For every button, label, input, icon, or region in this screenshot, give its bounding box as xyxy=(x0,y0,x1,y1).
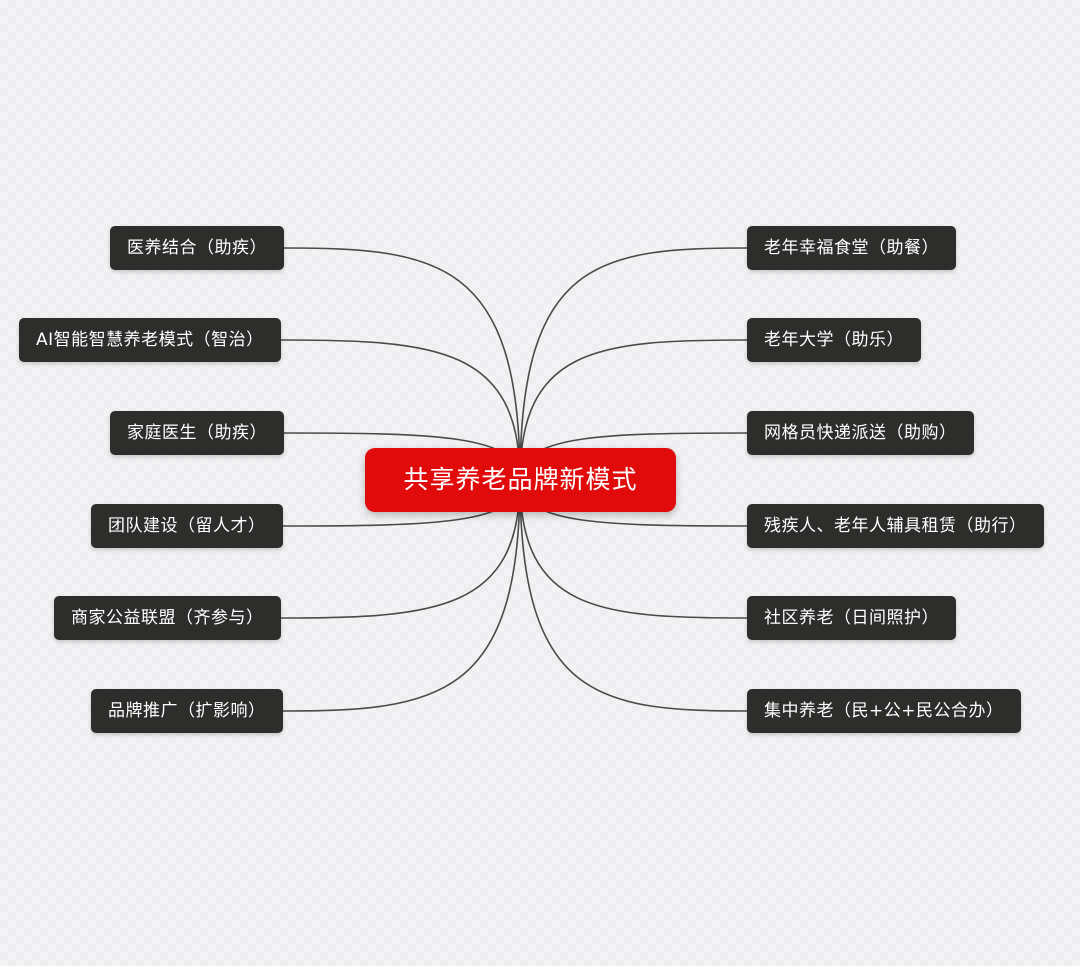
link-left-1 xyxy=(283,247,521,481)
link-right-2 xyxy=(519,339,748,481)
branch-node-right-1[interactable]: 老年幸福食堂（助餐） xyxy=(747,226,956,270)
link-left-2 xyxy=(280,339,521,481)
link-right-5 xyxy=(519,479,748,619)
branch-node-left-4[interactable]: 团队建设（留人才） xyxy=(91,504,283,548)
branch-node-right-4[interactable]: 残疾人、老年人辅具租赁（助行） xyxy=(747,504,1044,548)
central-topic[interactable]: 共享养老品牌新模式 xyxy=(365,448,676,512)
link-left-5 xyxy=(280,479,521,619)
link-left-6 xyxy=(282,479,521,712)
branch-node-right-6[interactable]: 集中养老（民+公+民公合办） xyxy=(747,689,1021,733)
branch-node-right-2[interactable]: 老年大学（助乐） xyxy=(747,318,921,362)
link-right-1 xyxy=(519,247,748,481)
branch-node-right-5[interactable]: 社区养老（日间照护） xyxy=(747,596,956,640)
branch-node-left-5[interactable]: 商家公益联盟（齐参与） xyxy=(54,596,281,640)
branch-node-left-6[interactable]: 品牌推广（扩影响） xyxy=(91,689,283,733)
branch-node-left-1[interactable]: 医养结合（助疾） xyxy=(110,226,284,270)
link-right-6 xyxy=(519,479,748,712)
branch-node-right-3[interactable]: 网格员快递派送（助购） xyxy=(747,411,974,455)
branch-node-left-3[interactable]: 家庭医生（助疾） xyxy=(110,411,284,455)
branch-node-left-2[interactable]: AI智能智慧养老模式（智治） xyxy=(19,318,281,362)
